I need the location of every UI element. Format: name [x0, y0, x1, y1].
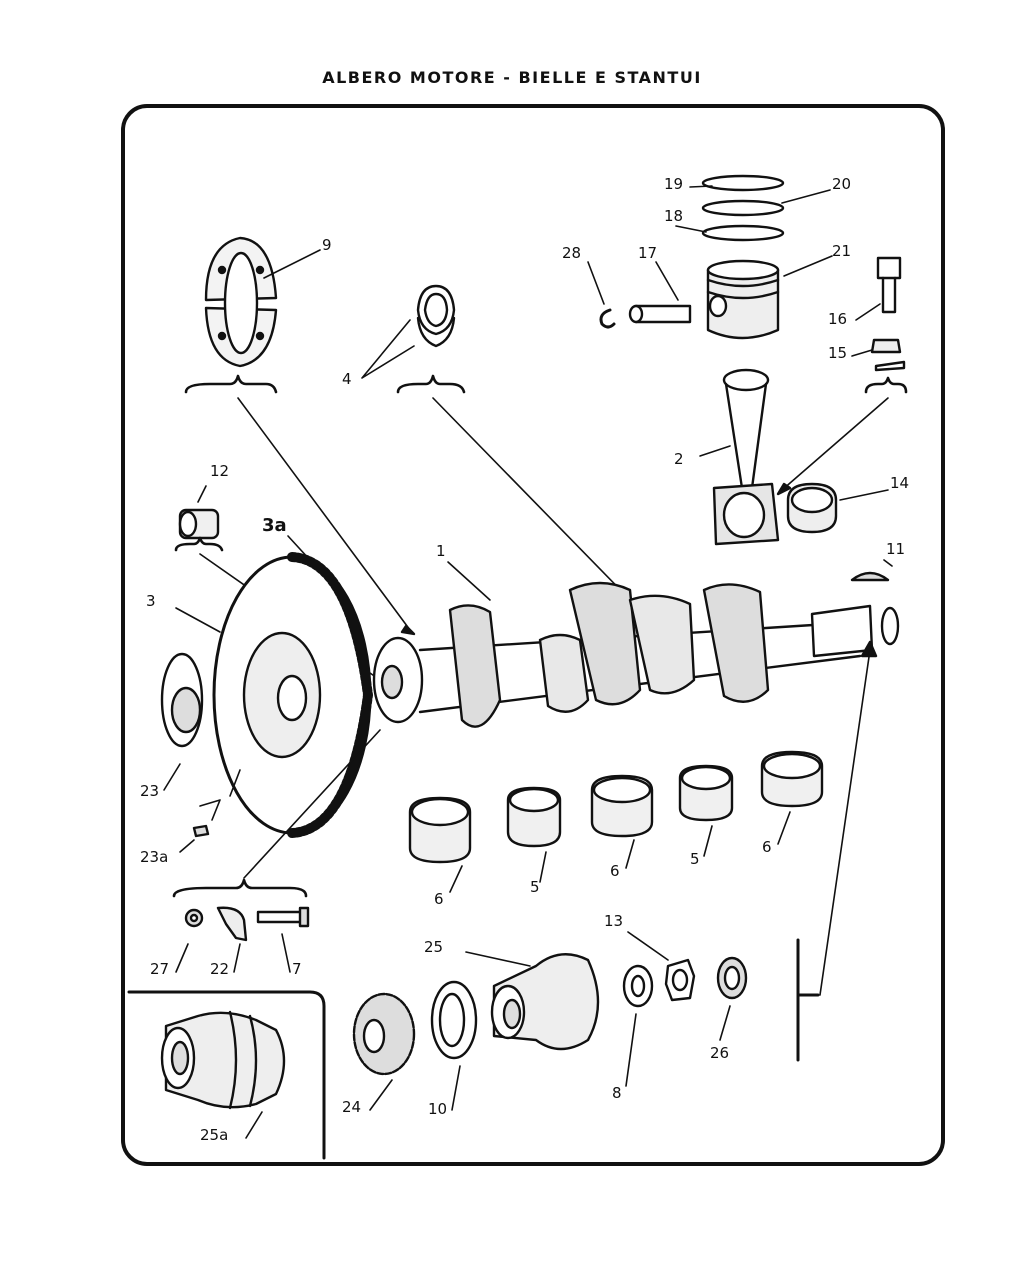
piston-ring-part-18 — [701, 224, 785, 242]
circlip-part-28 — [599, 308, 616, 329]
gudgeon-pin-part-17 — [628, 304, 692, 324]
woodruff-key-part-11 — [850, 571, 890, 582]
label-part-8: 8 — [612, 1084, 622, 1102]
bearing-shell-part-14 — [786, 482, 838, 534]
nut-part-27 — [184, 908, 204, 928]
label-part-5-second: 5 — [690, 850, 700, 868]
label-part-23: 23 — [140, 782, 160, 800]
lock-washer-part-13 — [664, 958, 696, 1002]
label-part-21: 21 — [832, 242, 852, 260]
flange-part-23 — [160, 652, 204, 748]
label-part-13: 13 — [604, 912, 624, 930]
label-part-14: 14 — [890, 474, 910, 492]
label-part-22: 22 — [210, 960, 230, 978]
crankshaft-part-1 — [372, 581, 900, 728]
piston-ring-part-20 — [701, 199, 785, 217]
piston-ring-part-19 — [701, 174, 785, 192]
ring-nut-part-26 — [716, 956, 748, 1000]
main-bearing-part-6c — [760, 750, 824, 808]
label-part-1: 1 — [436, 542, 446, 560]
pulley-variant-part-25a — [160, 1010, 286, 1110]
nut-part-15 — [870, 338, 906, 372]
main-bearing-shells — [408, 750, 824, 864]
bolt-part-7 — [256, 906, 310, 928]
label-part-10: 10 — [428, 1100, 448, 1118]
connecting-rod-part-2 — [712, 368, 780, 546]
label-part-27: 27 — [150, 960, 170, 978]
label-part-3: 3 — [146, 592, 156, 610]
grease-nipple-part-23a — [192, 824, 210, 838]
inset-frame — [127, 990, 326, 1160]
piston-part-21 — [706, 259, 780, 340]
label-part-6-second: 6 — [610, 862, 620, 880]
label-part-18: 18 — [664, 207, 684, 225]
label-part-28: 28 — [562, 244, 582, 262]
main-bearing-part-5a — [506, 786, 562, 848]
pulley-part-25 — [490, 953, 600, 1051]
flywheel-part-3 — [212, 552, 373, 838]
label-part-20: 20 — [832, 175, 852, 193]
label-part-6-first: 6 — [434, 890, 444, 908]
main-bearing-part-5b — [678, 764, 734, 822]
label-part-3a: 3a — [262, 515, 287, 536]
label-part-4: 4 — [342, 370, 352, 388]
label-part-12: 12 — [210, 462, 230, 480]
label-part-26: 26 — [710, 1044, 730, 1062]
label-part-2: 2 — [674, 450, 684, 468]
label-part-7: 7 — [292, 960, 302, 978]
main-bearing-part-6a — [408, 796, 472, 864]
diagram-title: ALBERO MOTORE - BIELLE E STANTUI — [322, 68, 702, 87]
label-part-19: 19 — [664, 175, 684, 193]
label-part-17: 17 — [638, 244, 658, 262]
label-part-25: 25 — [424, 938, 444, 956]
label-part-5-first: 5 — [530, 878, 540, 896]
label-part-24: 24 — [342, 1098, 362, 1116]
timing-gear-part-24 — [352, 992, 416, 1076]
thrust-washer-part-9 — [204, 236, 278, 368]
label-part-9: 9 — [322, 236, 332, 254]
label-part-15: 15 — [828, 344, 848, 362]
label-part-23a: 23a — [140, 848, 169, 866]
label-part-6-third: 6 — [762, 838, 772, 856]
oil-thrower-part-10 — [430, 980, 478, 1060]
washer-part-8 — [622, 964, 654, 1008]
thrust-ring-part-4 — [416, 284, 456, 348]
main-bearing-part-6b — [590, 774, 654, 838]
label-part-11: 11 — [886, 540, 906, 558]
label-part-25a: 25a — [200, 1126, 229, 1144]
diagram-frame — [121, 104, 945, 1166]
bolt-part-16 — [876, 256, 902, 314]
label-part-16: 16 — [828, 310, 848, 328]
lock-plate-part-22 — [216, 906, 248, 942]
bush-part-12 — [178, 508, 220, 540]
